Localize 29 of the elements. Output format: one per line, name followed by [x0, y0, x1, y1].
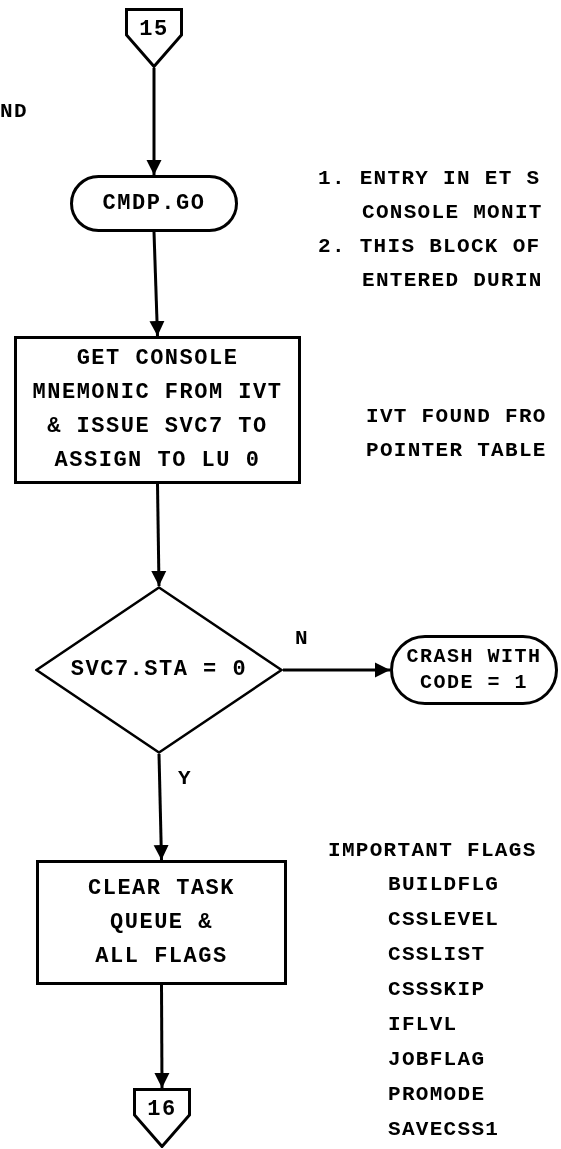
arrow	[153, 753, 169, 861]
note-text: PROMODE	[388, 1082, 486, 1108]
note-text: 1. ENTRY IN ET S CONSOLE MONIT	[318, 166, 544, 226]
process-box	[14, 336, 301, 484]
note-text: IMPORTANT FLAGS	[328, 838, 537, 864]
note-text: CSSLIST	[388, 942, 486, 968]
note-text: SAVECSS1	[388, 1117, 500, 1143]
node-text: CRASH WITH CODE = 1	[405, 644, 543, 696]
note-text: CSSLEVEL	[388, 907, 500, 933]
note-text: BUILDFLG	[388, 872, 500, 898]
node-text: CMDP.GO	[102, 189, 206, 218]
node-text: 16	[147, 1096, 177, 1124]
note-text: IFLVL	[388, 1012, 458, 1038]
arrow	[146, 68, 162, 175]
note-text: IVT FOUND FRO POINTER TABLE	[366, 404, 548, 464]
note-text: CSSSKIP	[388, 977, 486, 1003]
arrow	[151, 483, 167, 587]
process-box	[36, 860, 287, 985]
node-text: 15	[139, 16, 169, 44]
node-text: SVC7.STA = 0	[70, 656, 248, 684]
note-text: ND	[0, 99, 28, 125]
note-text: 2. THIS BLOCK OF ENTERED DURIN	[318, 234, 544, 294]
node-text: GET CONSOLE MNEMONIC FROM IVT & ISSUE SVC7 TO ASSIGN TO LU 0	[31, 345, 284, 475]
arrow	[154, 985, 170, 1088]
arrow	[283, 662, 390, 678]
arrow	[149, 231, 165, 337]
node-text: CLEAR TASK QUEUE & ALL FLAGS	[87, 874, 236, 971]
note-text: JOBFLAG	[388, 1047, 486, 1073]
terminal-box	[70, 175, 238, 232]
